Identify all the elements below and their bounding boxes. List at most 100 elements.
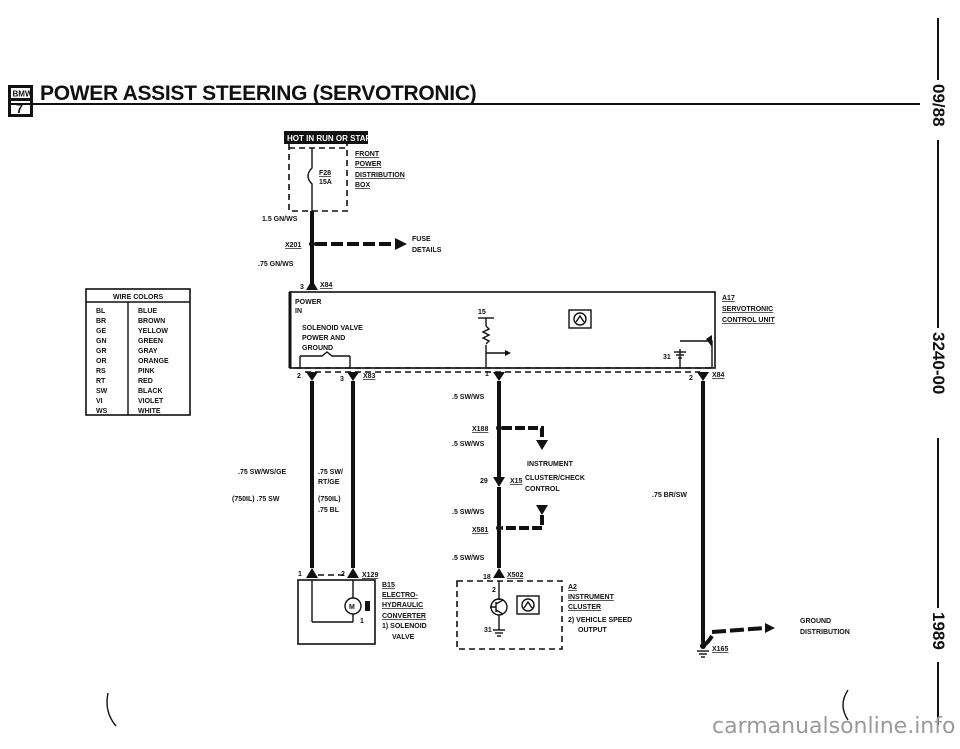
wc-code: BR bbox=[96, 318, 106, 325]
pin-label: 3 bbox=[300, 284, 304, 291]
fuse-f28-symbol bbox=[307, 148, 313, 211]
wire-colors-heading: WIRE COLORS bbox=[113, 294, 163, 301]
ground-x165: X165 bbox=[712, 646, 728, 653]
wc-code: OR bbox=[96, 358, 107, 365]
pin-label: 1 bbox=[298, 571, 302, 578]
scan-mark bbox=[106, 692, 117, 727]
side-date: 09/88 bbox=[929, 84, 948, 127]
side-year: 1989 bbox=[929, 612, 948, 650]
wire-color-legend: WIRE COLORS BL BLUE BR BROWN GE YELLOW G… bbox=[85, 288, 191, 416]
wc-name: ORANGE bbox=[138, 358, 169, 365]
b15-pin1: 1 bbox=[360, 618, 364, 625]
connector-x129: X129 bbox=[362, 572, 378, 579]
wire-label: (750IL) bbox=[318, 496, 341, 503]
b15-name2: HYDRAULIC bbox=[382, 602, 423, 609]
logo-brand: BMW bbox=[13, 90, 33, 99]
pin-label: 2 bbox=[297, 373, 301, 380]
splice-x581-label: X581 bbox=[472, 527, 488, 534]
a17-resistor bbox=[481, 325, 491, 345]
a17-sol2: POWER AND bbox=[302, 335, 345, 342]
wc-code: BL bbox=[96, 308, 106, 315]
fuse-details-l1: FUSE bbox=[412, 236, 431, 243]
wire-label: .75 SW/WS/GE bbox=[238, 469, 287, 476]
a2-note2: OUTPUT bbox=[578, 627, 608, 634]
electro-hydraulic-converter-b15: M 1 B15 ELECTRO- HYDRAULIC CONVERTER 1) … bbox=[297, 579, 427, 645]
b15-name1: ELECTRO- bbox=[382, 592, 418, 599]
logo-series: 7 bbox=[16, 101, 23, 116]
front-power-distribution-box: HOT IN RUN OR START F28 15A FRONT POWER … bbox=[284, 131, 405, 212]
wc-name: BROWN bbox=[138, 318, 165, 325]
splice-x188-label: X188 bbox=[472, 426, 488, 433]
wc-code: RS bbox=[96, 368, 106, 375]
pin-label: 1 bbox=[485, 371, 489, 378]
instrument-cluster-a2: 2 31 A2 INSTRUMENT CLUSTER 2) VEHICLE SP… bbox=[456, 580, 632, 650]
pin-label: 18 bbox=[483, 574, 491, 581]
splice-x201-label: X201 bbox=[285, 242, 301, 249]
a17-id: A17 bbox=[722, 295, 735, 302]
wc-name: VIOLET bbox=[138, 398, 164, 405]
a17-name2: CONTROL UNIT bbox=[722, 317, 775, 324]
wc-code: GE bbox=[96, 328, 106, 335]
wc-code: WS bbox=[96, 408, 108, 415]
a2-name2: CLUSTER bbox=[568, 604, 601, 611]
wire-label: .75 BR/SW bbox=[652, 492, 687, 499]
b15-note2: VALVE bbox=[392, 634, 415, 641]
connector-x15: X15 bbox=[510, 478, 523, 485]
side-code: 3240-00 bbox=[929, 332, 948, 394]
fuse-details-l2: DETAILS bbox=[412, 247, 442, 254]
wc-code: VI bbox=[96, 398, 103, 405]
motor-m: M bbox=[349, 604, 355, 611]
a17-name1: SERVOTRONIC bbox=[722, 306, 773, 313]
fuse-amps: 15A bbox=[319, 179, 332, 186]
wc-name: BLACK bbox=[138, 388, 163, 395]
splice-x581 bbox=[496, 525, 502, 531]
bmw-7-logo: BMW 7 bbox=[8, 85, 33, 117]
wire-label: .5 SW/WS bbox=[452, 394, 485, 401]
connector-x502: X502 bbox=[507, 572, 523, 579]
hot-in-run-label: HOT IN RUN OR START bbox=[287, 134, 376, 143]
ground-dist-l2: DISTRIBUTION bbox=[800, 629, 850, 636]
a17-pin15: 15 bbox=[478, 309, 486, 316]
a17-pin31: 31 bbox=[663, 354, 671, 361]
a2-name1: INSTRUMENT bbox=[568, 594, 615, 601]
ground-dist-l1: GROUND bbox=[800, 618, 831, 625]
b15-id: B15 bbox=[382, 582, 395, 589]
fpd-line4: BOX bbox=[355, 182, 371, 189]
watermark: carmanualsonline.info bbox=[712, 714, 955, 739]
page-title: POWER ASSIST STEERING (SERVOTRONIC) bbox=[40, 82, 476, 105]
fpd-line3: DISTRIBUTION bbox=[355, 172, 405, 179]
splice-x201 bbox=[309, 241, 315, 247]
connector-x84b: X84 bbox=[712, 372, 725, 379]
wc-name: RED bbox=[138, 378, 153, 385]
ground-dist-link bbox=[711, 626, 766, 634]
wc-code: RT bbox=[96, 378, 106, 385]
servotronic-control-unit: POWER IN SOLENOID VALVE POWER AND GROUND… bbox=[288, 291, 775, 369]
connector-x84: X84 bbox=[320, 282, 333, 289]
inst-l2: CLUSTER/CHECK bbox=[525, 475, 585, 482]
wire-label: .75 SW/ bbox=[318, 469, 343, 476]
fpd-line2: POWER bbox=[355, 161, 381, 168]
wc-name: GREEN bbox=[138, 338, 163, 345]
a2-pin31: 31 bbox=[484, 627, 492, 634]
connector-x83: X83 bbox=[363, 373, 376, 380]
pin-label: 2 bbox=[689, 375, 693, 382]
wc-code: GR bbox=[96, 348, 107, 355]
a17-sol1: SOLENOID VALVE bbox=[302, 325, 363, 332]
fpd-line1: FRONT bbox=[355, 151, 380, 158]
pin-label: 2 bbox=[341, 571, 345, 578]
wire-label: RT/GE bbox=[318, 479, 340, 486]
inst-l3: CONTROL bbox=[525, 486, 560, 493]
pin-label: 3 bbox=[340, 376, 344, 383]
wire-label: .5 SW/WS bbox=[452, 441, 485, 448]
b15-note1: 1) SOLENOID bbox=[382, 623, 427, 630]
wc-name: WHITE bbox=[138, 408, 161, 415]
wire-label: .5 SW/WS bbox=[452, 509, 485, 516]
a2-note1: 2) VEHICLE SPEED bbox=[568, 617, 632, 624]
a2-id: A2 bbox=[568, 584, 577, 591]
wire-label: .75 GN/WS bbox=[258, 261, 294, 268]
a17-power: POWER bbox=[295, 299, 321, 306]
splice-x188 bbox=[496, 425, 502, 431]
inst-l1: INSTRUMENT bbox=[527, 461, 574, 468]
